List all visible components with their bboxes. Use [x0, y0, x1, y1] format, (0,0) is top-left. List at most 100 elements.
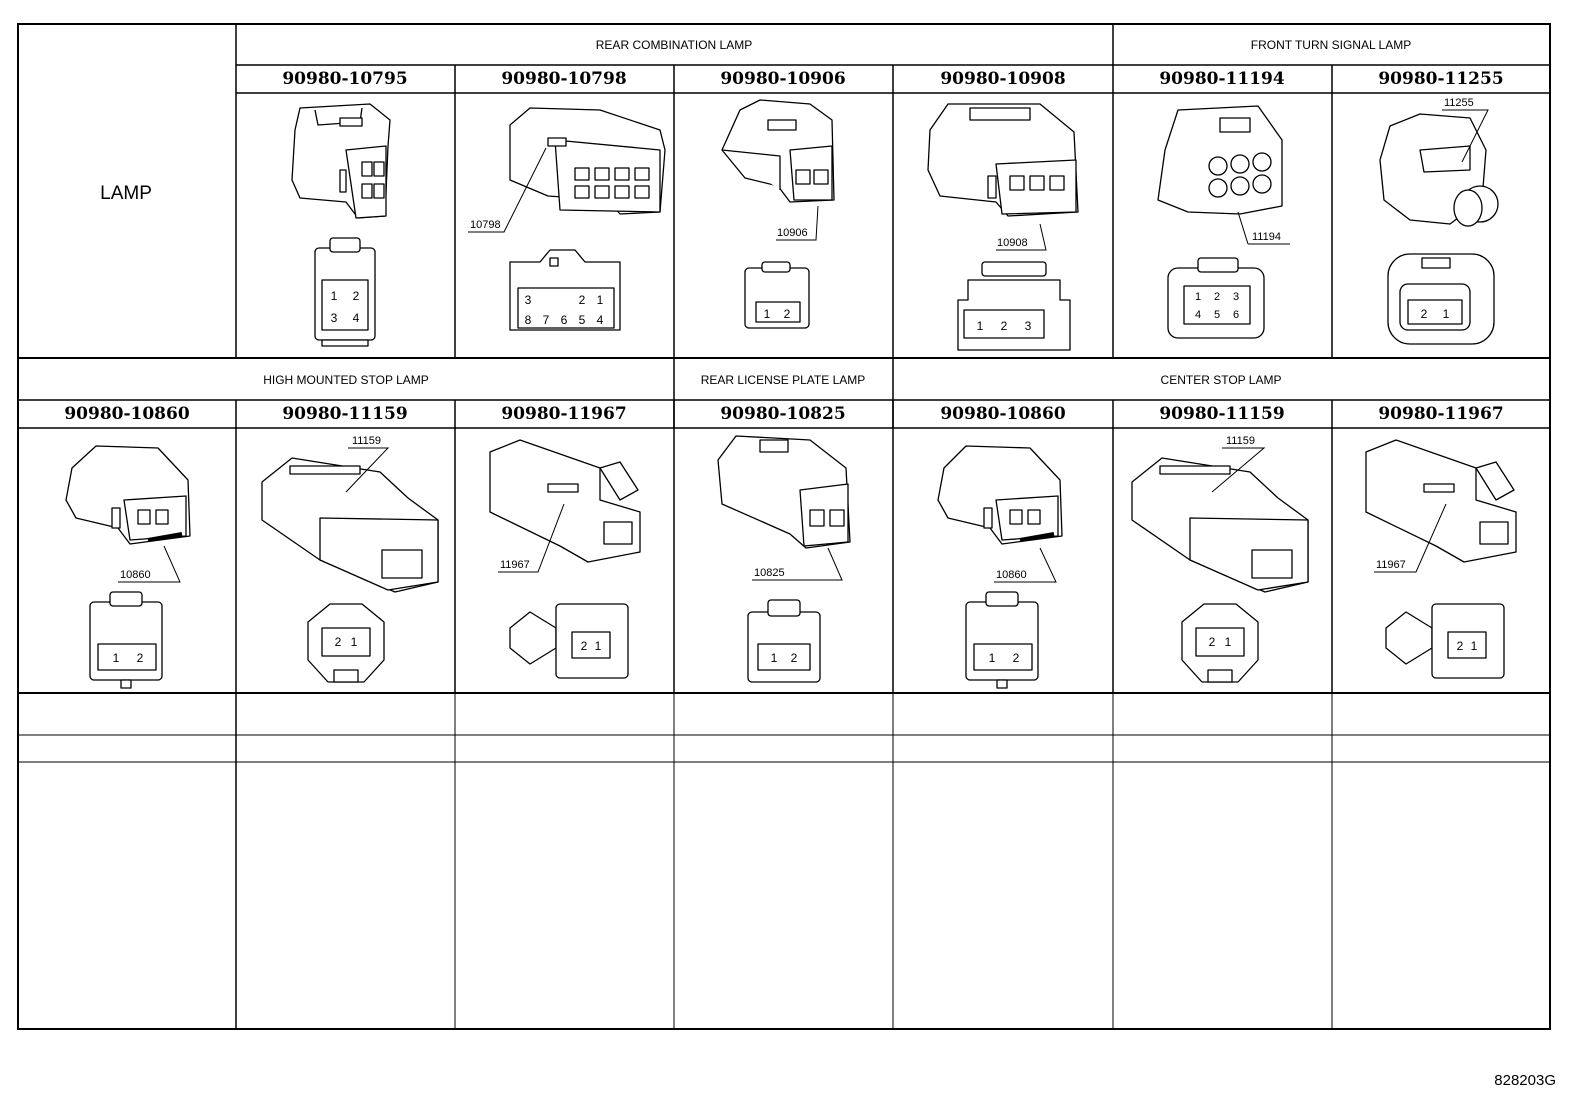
connector-face-10908 — [957, 261, 1071, 351]
connector-illustration-10860 — [65, 445, 191, 545]
connector-face-11159 — [307, 603, 385, 683]
part-number: 90980-10908 — [940, 69, 1065, 89]
callout-label: 11255 — [1444, 97, 1474, 109]
pin-number: 2 — [791, 651, 798, 665]
callout-label: 11159 — [1226, 435, 1255, 447]
pin-number: 6 — [1233, 309, 1239, 321]
callout-label: 10860 — [996, 569, 1027, 581]
group-header-rear-combination-lamp: REAR COMBINATION LAMP — [596, 38, 752, 52]
pin-number: 2 — [579, 293, 586, 307]
pin-number: 1 — [113, 651, 120, 665]
part-number: 90980-11967 — [501, 404, 626, 424]
connector-illustration-10908 — [927, 103, 1079, 217]
group-header-center-stop-lamp: CENTER STOP LAMP — [1161, 373, 1282, 387]
connector-illustration-11967-center — [1365, 439, 1517, 563]
connector-face-11255 — [1387, 253, 1495, 345]
pin-number: 4 — [597, 313, 604, 327]
drawing-id: 828203G — [1494, 1072, 1556, 1089]
callout-label: 11194 — [1252, 231, 1281, 243]
pin-number: 2 — [1001, 319, 1008, 333]
part-number: 90980-10860 — [940, 404, 1066, 424]
group-header-rear-license-plate-lamp: REAR LICENSE PLATE LAMP — [701, 373, 866, 387]
pin-number: 3 — [1233, 291, 1239, 303]
part-number: 90980-10798 — [501, 69, 626, 89]
pin-number: 1 — [1443, 307, 1450, 321]
pin-number: 1 — [1225, 635, 1232, 649]
callout-label: 10798 — [470, 219, 501, 231]
part-number: 90980-10825 — [720, 404, 845, 424]
pin-number: 1 — [1471, 639, 1478, 653]
part-number: 90980-10906 — [720, 69, 845, 89]
pin-number: 3 — [525, 293, 532, 307]
callout-labels: 10798 10906 10908 11194 11255 10860 1115… — [120, 97, 1474, 581]
pin-number: 2 — [1457, 639, 1464, 653]
connector-face-10795 — [314, 237, 376, 347]
pin-number: 1 — [764, 307, 771, 321]
pin-number: 1 — [597, 293, 604, 307]
pin-number: 1 — [595, 639, 602, 653]
pin-number: 2 — [1013, 651, 1020, 665]
pin-number: 1 — [771, 651, 778, 665]
pin-number: 7 — [543, 313, 550, 327]
pin-number: 2 — [137, 651, 144, 665]
pin-labels: 1 2 3 4 3 2 1 8 7 6 5 4 1 2 1 2 3 1 2 3 … — [113, 289, 1478, 665]
callout-label: 10906 — [777, 227, 808, 239]
pin-number: 1 — [351, 635, 358, 649]
pin-number: 1 — [331, 289, 338, 303]
connector-face-11159-center — [1181, 603, 1259, 683]
pin-number: 1 — [977, 319, 984, 333]
part-number: 90980-11159 — [282, 404, 407, 424]
pin-number: 3 — [331, 311, 338, 325]
connector-face-10798 — [509, 249, 621, 331]
part-number: 90980-11194 — [1159, 69, 1285, 89]
connector-illustration-11159-center — [1131, 457, 1309, 593]
pin-number: 4 — [353, 311, 360, 325]
connector-illustration-11255 — [1379, 113, 1499, 227]
pin-number: 8 — [525, 313, 532, 327]
pin-number: 6 — [561, 313, 568, 327]
part-number: 90980-11159 — [1159, 404, 1284, 424]
pin-number: 2 — [335, 635, 342, 649]
pin-number: 2 — [1209, 635, 1216, 649]
pin-number: 5 — [1214, 309, 1220, 321]
connector-illustration-11194 — [1157, 105, 1283, 215]
pin-number: 4 — [1195, 309, 1201, 321]
pin-number: 5 — [579, 313, 586, 327]
group-header-front-turn-signal-lamp: FRONT TURN SIGNAL LAMP — [1251, 38, 1411, 52]
callout-leaders — [118, 109, 1489, 583]
connector-illustration-10798 — [509, 107, 666, 215]
part-number: 90980-11967 — [1378, 404, 1503, 424]
connector-illustration-10825 — [717, 435, 851, 549]
pin-number: 1 — [1195, 291, 1201, 303]
connector-face-10825 — [747, 599, 821, 683]
grid-lines — [17, 23, 1551, 1030]
pin-number: 1 — [989, 651, 996, 665]
connector-face-10906 — [744, 261, 810, 329]
connector-illustration-10860-center — [937, 445, 1063, 545]
callout-label: 10908 — [997, 237, 1028, 249]
callout-label: 11159 — [352, 435, 381, 447]
row-label: LAMP — [100, 183, 152, 204]
connector-illustration-11159 — [261, 457, 439, 593]
callout-label: 11967 — [1376, 559, 1406, 571]
pin-number: 2 — [1214, 291, 1220, 303]
connector-face-11967 — [509, 603, 629, 679]
pin-number: 3 — [1025, 319, 1032, 333]
callout-label: 10860 — [120, 569, 151, 581]
pin-number: 2 — [353, 289, 360, 303]
connector-face-10860-center — [965, 591, 1039, 689]
pin-number: 2 — [784, 307, 791, 321]
part-number: 90980-10795 — [282, 69, 407, 89]
callout-label: 10825 — [754, 567, 785, 579]
group-header-high-mounted-stop-lamp: HIGH MOUNTED STOP LAMP — [263, 373, 429, 387]
connector-illustration-11967 — [489, 439, 641, 563]
connector-face-11967-center — [1385, 603, 1505, 679]
pin-number: 2 — [1421, 307, 1428, 321]
connector-illustration-10906 — [721, 99, 835, 203]
pin-number: 2 — [581, 639, 588, 653]
connector-face-11194 — [1167, 257, 1265, 339]
connector-face-10860 — [89, 591, 163, 689]
part-number: 90980-11255 — [1378, 69, 1503, 89]
callout-label: 11967 — [500, 559, 530, 571]
